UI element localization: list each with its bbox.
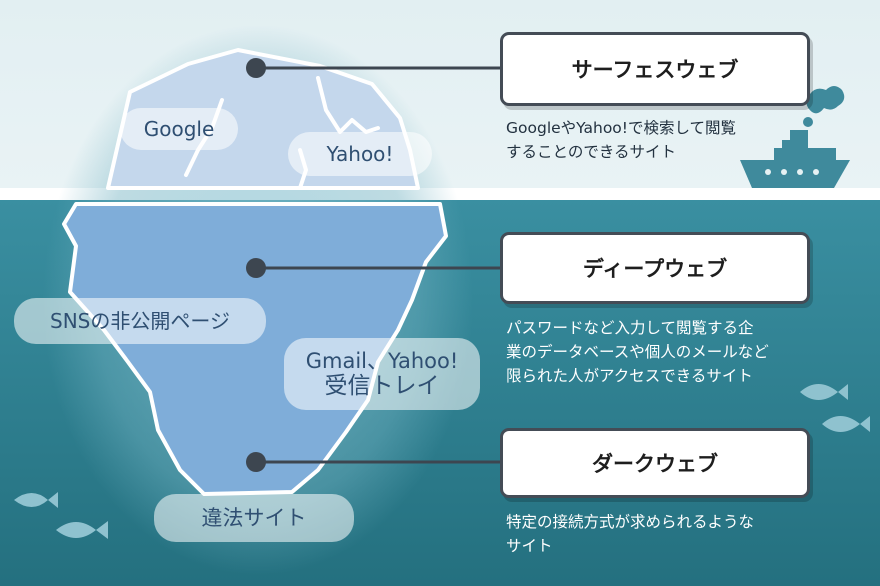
layer-title-surface: サーフェスウェブ (500, 32, 810, 106)
ship-icon (740, 86, 850, 188)
layer-desc-dark: 特定の接続方式が求められるような サイト (506, 513, 755, 555)
example-sns: SNSの非公開ページ (14, 298, 266, 344)
example-yahoo: Yahoo! (288, 132, 432, 176)
layer-title-deep: ディープウェブ (500, 232, 810, 304)
example-gmail: Gmail、Yahoo! 受信トレイ (284, 338, 480, 410)
example-gmail-line1: Gmail、Yahoo! (305, 348, 459, 373)
layer-title-dark: ダークウェブ (500, 428, 810, 498)
example-google: Google (120, 108, 238, 150)
layer-desc-deep: パスワードなど入力して閲覧する企 業のデータベースや個人のメールなど 限られた人… (506, 319, 769, 385)
marker-dark (246, 452, 266, 472)
marker-deep (246, 258, 266, 278)
fish-icon (14, 384, 870, 539)
layer-desc-surface: GoogleやYahoo!で検索して閲覧 することのできるサイト (506, 119, 737, 161)
iceberg-crack (316, 76, 380, 134)
marker-surface (246, 58, 266, 78)
example-gmail-line2: 受信トレイ (324, 372, 440, 399)
example-illegal: 違法サイト (154, 494, 354, 542)
